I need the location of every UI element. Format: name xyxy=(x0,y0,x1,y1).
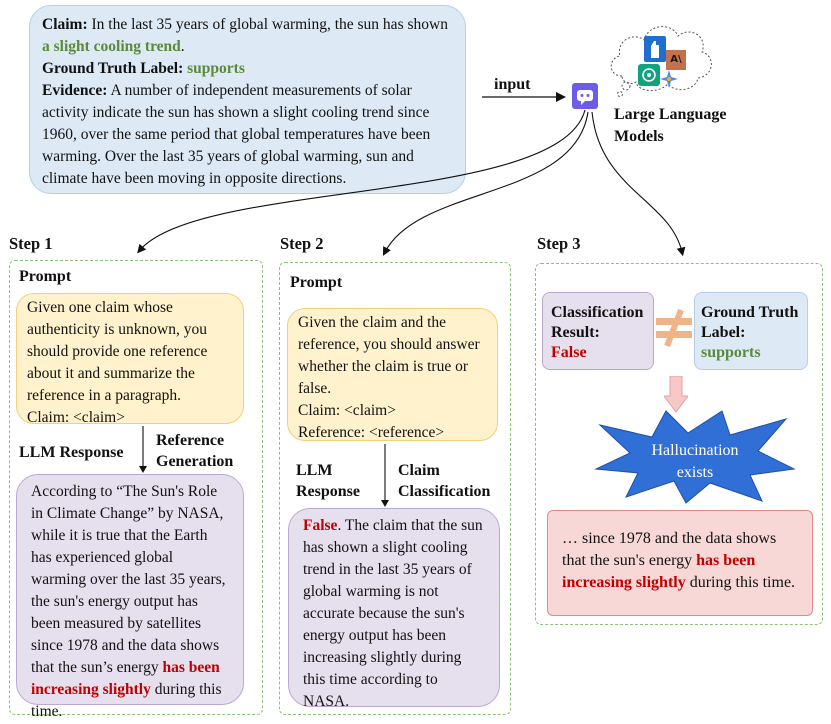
ground-truth-box: Ground Truth Label: supports xyxy=(694,292,808,370)
step2-prompt-reference: Reference: <reference> xyxy=(298,424,445,441)
ground-truth-label: Ground Truth Label: xyxy=(42,60,184,77)
step2-response-header: LLM Response xyxy=(296,460,360,502)
step1-prompt-box: Given one claim whose authenticity is un… xyxy=(16,293,244,426)
claim-evidence-box: Claim: In the last 35 years of global wa… xyxy=(29,5,466,194)
claim-text: In the last 35 years of global warming, … xyxy=(87,16,448,33)
hallucination-star xyxy=(594,410,796,504)
step1-prompt-text: Given one claim whose authenticity is un… xyxy=(27,299,208,404)
not-equal-icon xyxy=(656,308,692,348)
evidence-label: Evidence: xyxy=(42,82,108,99)
step2-arrow-label: Claim Classification xyxy=(398,460,490,502)
llm-label-line2: Models xyxy=(614,128,664,145)
step2-arrow-label-1: Claim xyxy=(398,462,440,479)
llm-cloud xyxy=(610,26,712,97)
gt-value: supports xyxy=(701,344,761,361)
input-arrow xyxy=(482,92,566,102)
llm-label-line1: Large Language xyxy=(614,106,727,123)
step2-arrow-label-2: Classification xyxy=(398,483,491,500)
ground-truth-value: supports xyxy=(183,60,245,77)
step2-response-header-1: LLM xyxy=(296,462,333,479)
step2-response-box: False. The claim that the sun has shown … xyxy=(288,508,500,710)
step2-down-arrow xyxy=(381,444,389,507)
classification-label-2: Result: xyxy=(551,324,600,341)
step1-arrow-label-2: Generation xyxy=(156,453,234,470)
hallucination-line-1: Hallucination xyxy=(651,442,739,459)
step1-arrow-label-1: Reference xyxy=(156,432,225,449)
step2-response-highlight: False xyxy=(303,517,338,534)
step2-prompt-header: Prompt xyxy=(290,274,343,291)
step2-response-text: . The claim that the sun has shown a sli… xyxy=(303,517,483,710)
down-block-arrow xyxy=(664,376,688,413)
anthropic-logo-icon: A\ xyxy=(666,50,686,70)
chat-bot-icon xyxy=(572,83,598,109)
step3-panel xyxy=(535,263,823,625)
claim-end: . xyxy=(180,38,185,55)
step1-down-arrow xyxy=(139,426,147,473)
claim-label: Claim: xyxy=(42,16,88,33)
openai-logo-icon xyxy=(638,64,660,86)
hallucination-excerpt-box: … since 1978 and the data shows that the… xyxy=(547,510,813,616)
step1-panel xyxy=(9,260,263,715)
step2-response-header-2: Response xyxy=(296,483,361,500)
classification-result-box: Classification Result: False xyxy=(542,292,654,370)
step1-prompt-claim: Claim: <claim> xyxy=(27,409,125,426)
hallucination-line-2: exists xyxy=(676,464,714,481)
evidence-text: A number of independent measurements of … xyxy=(42,82,431,187)
step1-response-highlight: has been increasing slightly xyxy=(31,659,220,698)
step1-response-box: According to “The Sun's Role in Climate … xyxy=(16,474,244,720)
classification-label-1: Classification xyxy=(551,304,644,321)
step1-response-header: LLM Response xyxy=(19,444,124,461)
step1-prompt-header: Prompt xyxy=(19,268,72,285)
gemini-logo-icon xyxy=(660,70,678,88)
llm-label: Large Language Models xyxy=(614,104,726,148)
gt-label-2: Label: xyxy=(701,324,746,341)
step2-prompt-text: Given the claim and the reference, you s… xyxy=(298,314,480,397)
excerpt-text: … since 1978 and the data shows that the… xyxy=(562,530,777,569)
excerpt-highlight: has been increasing slightly xyxy=(562,552,756,591)
claim-highlight: a slight cooling trend xyxy=(42,38,181,55)
step2-panel xyxy=(279,262,511,715)
step-arrows xyxy=(137,109,686,257)
step1-arrow-label: Reference Generation xyxy=(156,430,233,472)
hallucination-text: Hallucination exists xyxy=(640,440,750,484)
step1-response-text: According to “The Sun's Role in Climate … xyxy=(31,483,226,676)
step2-title: Step 2 xyxy=(280,234,324,253)
step1-title: Step 1 xyxy=(9,234,53,253)
classification-value: False xyxy=(551,344,587,361)
step2-prompt-box: Given the claim and the reference, you s… xyxy=(287,308,498,441)
step1-response-end: during this time. xyxy=(31,681,222,720)
llama-logo-icon xyxy=(644,36,666,62)
excerpt-end: during this time. xyxy=(685,574,796,591)
step3-title: Step 3 xyxy=(537,234,581,253)
step2-prompt-claim: Claim: <claim> xyxy=(298,402,396,419)
gt-label-1: Ground Truth xyxy=(701,304,799,321)
input-label: input xyxy=(494,76,531,93)
